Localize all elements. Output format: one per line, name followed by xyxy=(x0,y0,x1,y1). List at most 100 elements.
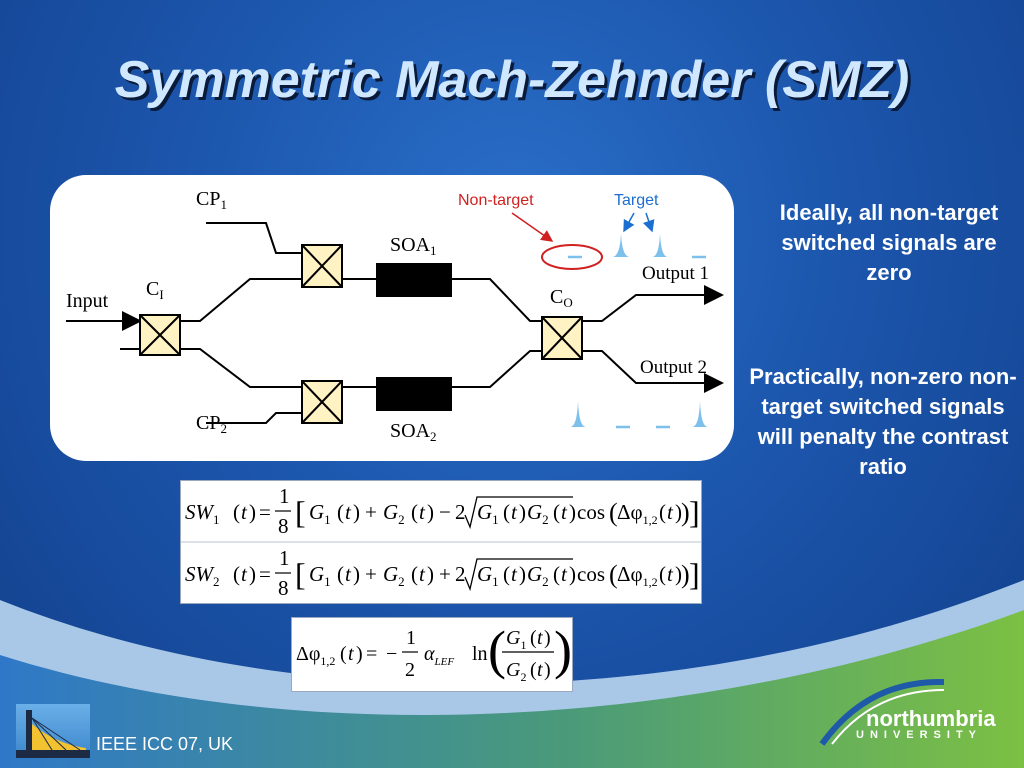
svg-text:]: ] xyxy=(689,556,700,592)
svg-text:): ) xyxy=(427,562,434,586)
svg-text:ln: ln xyxy=(472,643,488,665)
note-ideal: Ideally, all non-target switched signals… xyxy=(779,200,999,285)
soa2-label: SOA2 xyxy=(390,420,437,444)
svg-text:(: ( xyxy=(659,500,666,524)
upper-arm-left xyxy=(180,278,302,322)
cp1-label: CP1 xyxy=(196,188,227,212)
svg-text:+: + xyxy=(439,562,451,586)
nontarget-label: Non-target xyxy=(458,192,534,209)
svg-text:): ) xyxy=(569,500,576,524)
svg-text:G1: G1 xyxy=(477,562,499,589)
phase-equation-box: Δφ1,2 (t) = − 1 2 αLEF ln ( G1 (t) G2 (t… xyxy=(291,617,573,692)
svg-text:(: ( xyxy=(609,498,618,527)
target-arrow-right xyxy=(642,212,655,233)
svg-text:(: ( xyxy=(659,562,666,586)
svg-text:t: t xyxy=(511,500,518,524)
svg-text:): ) xyxy=(554,620,572,680)
svg-text:(: ( xyxy=(411,500,418,524)
svg-text:t: t xyxy=(345,562,352,586)
svg-text:G2: G2 xyxy=(527,562,549,589)
switching-equations-box: SW1 (t) = 1 8 [ G1 (t) + G2 (t) − 2 G1 (… xyxy=(180,480,702,604)
svg-text:): ) xyxy=(675,562,682,586)
svg-text:): ) xyxy=(681,498,690,527)
pulse-target-1 xyxy=(612,233,630,257)
svg-text:G2: G2 xyxy=(383,500,405,527)
soa1-block xyxy=(376,263,452,297)
coupler-upper xyxy=(301,244,343,288)
svg-text:cos: cos xyxy=(577,562,605,586)
output1-line xyxy=(582,285,724,322)
svg-text:(: ( xyxy=(337,500,344,524)
svg-text:SW2: SW2 xyxy=(185,562,220,589)
slide-title: Symmetric Mach-Zehnder (SMZ) xyxy=(114,51,910,109)
svg-text:(: ( xyxy=(553,500,560,524)
soa2-block xyxy=(376,377,452,411)
cp2-line xyxy=(206,412,302,424)
cp2-label: CP2 xyxy=(196,412,227,436)
svg-text:): ) xyxy=(675,500,682,524)
svg-text:G2: G2 xyxy=(527,500,549,527)
target-label: Target xyxy=(614,192,659,209)
svg-text:=: = xyxy=(366,643,377,665)
svg-text:): ) xyxy=(519,562,526,586)
svg-text:): ) xyxy=(249,500,256,524)
svg-text:): ) xyxy=(249,562,256,586)
nontarget-ellipse xyxy=(541,244,603,270)
svg-text:cos: cos xyxy=(577,500,605,524)
svg-text:1: 1 xyxy=(279,546,290,570)
smz-diagram-panel: CP1 CP2 Input CI CO SOA1 SOA2 Output 1 O… xyxy=(50,175,734,461)
svg-text:t: t xyxy=(667,562,674,586)
equation-sw1: SW1 (t) = 1 8 [ G1 (t) + G2 (t) − 2 G1 (… xyxy=(185,484,700,538)
svg-text:−: − xyxy=(439,500,451,524)
svg-text:): ) xyxy=(519,500,526,524)
svg-text:G1: G1 xyxy=(506,627,526,652)
svg-text:(: ( xyxy=(530,627,537,649)
svg-text:(: ( xyxy=(609,560,618,589)
svg-text:SW1: SW1 xyxy=(185,500,220,527)
ci-label: CI xyxy=(146,278,164,302)
svg-text:t: t xyxy=(241,562,248,586)
nontarget-arrow xyxy=(511,212,554,242)
svg-text:+: + xyxy=(365,562,377,586)
svg-text:t: t xyxy=(345,500,352,524)
co-label: CO xyxy=(550,286,573,310)
phase-difference-equation: Δφ1,2 (t) = − 1 2 αLEF ln ( G1 (t) G2 (t… xyxy=(296,620,572,684)
svg-text:(: ( xyxy=(233,500,240,524)
switching-equations: SW1 (t) = 1 8 [ G1 (t) + G2 (t) − 2 G1 (… xyxy=(181,484,701,600)
svg-text:): ) xyxy=(427,500,434,524)
lower-arm-right xyxy=(452,350,542,388)
cp1-line xyxy=(206,222,302,254)
svg-text:Δφ1,2: Δφ1,2 xyxy=(296,643,335,668)
svg-text:[: [ xyxy=(295,556,306,592)
svg-text:): ) xyxy=(356,643,363,665)
soa1-label: SOA1 xyxy=(390,234,437,258)
output2-label: Output 2 xyxy=(640,357,707,378)
svg-text:=: = xyxy=(259,500,271,524)
bottom-decorative-band xyxy=(0,580,1024,768)
svg-text:): ) xyxy=(353,500,360,524)
svg-text:8: 8 xyxy=(278,514,289,538)
conference-logo xyxy=(16,704,90,758)
svg-text:(: ( xyxy=(530,659,537,681)
university-name: northumbria xyxy=(866,706,996,731)
conference-footer: IEEE ICC 07, UK xyxy=(96,734,234,754)
bridge-logo-icon xyxy=(16,710,90,758)
upper-arm-right xyxy=(452,278,542,322)
svg-text:t: t xyxy=(667,500,674,524)
svg-text:G1: G1 xyxy=(309,500,331,527)
svg-text:): ) xyxy=(353,562,360,586)
pulse-out2-1 xyxy=(570,401,586,427)
svg-text:1: 1 xyxy=(279,484,290,508)
input-label: Input xyxy=(66,290,109,312)
coupler-ci xyxy=(139,314,181,356)
lower-arm-left xyxy=(180,348,302,388)
pulse-out2-4 xyxy=(692,401,708,427)
svg-text:2: 2 xyxy=(455,562,466,586)
university-subtitle: UNIVERSITY xyxy=(856,729,983,741)
svg-text:(: ( xyxy=(411,562,418,586)
svg-text:αLEF: αLEF xyxy=(424,643,454,668)
svg-text:): ) xyxy=(544,627,551,649)
svg-text:(: ( xyxy=(488,620,506,680)
svg-text:8: 8 xyxy=(278,576,289,600)
svg-text:t: t xyxy=(419,562,426,586)
